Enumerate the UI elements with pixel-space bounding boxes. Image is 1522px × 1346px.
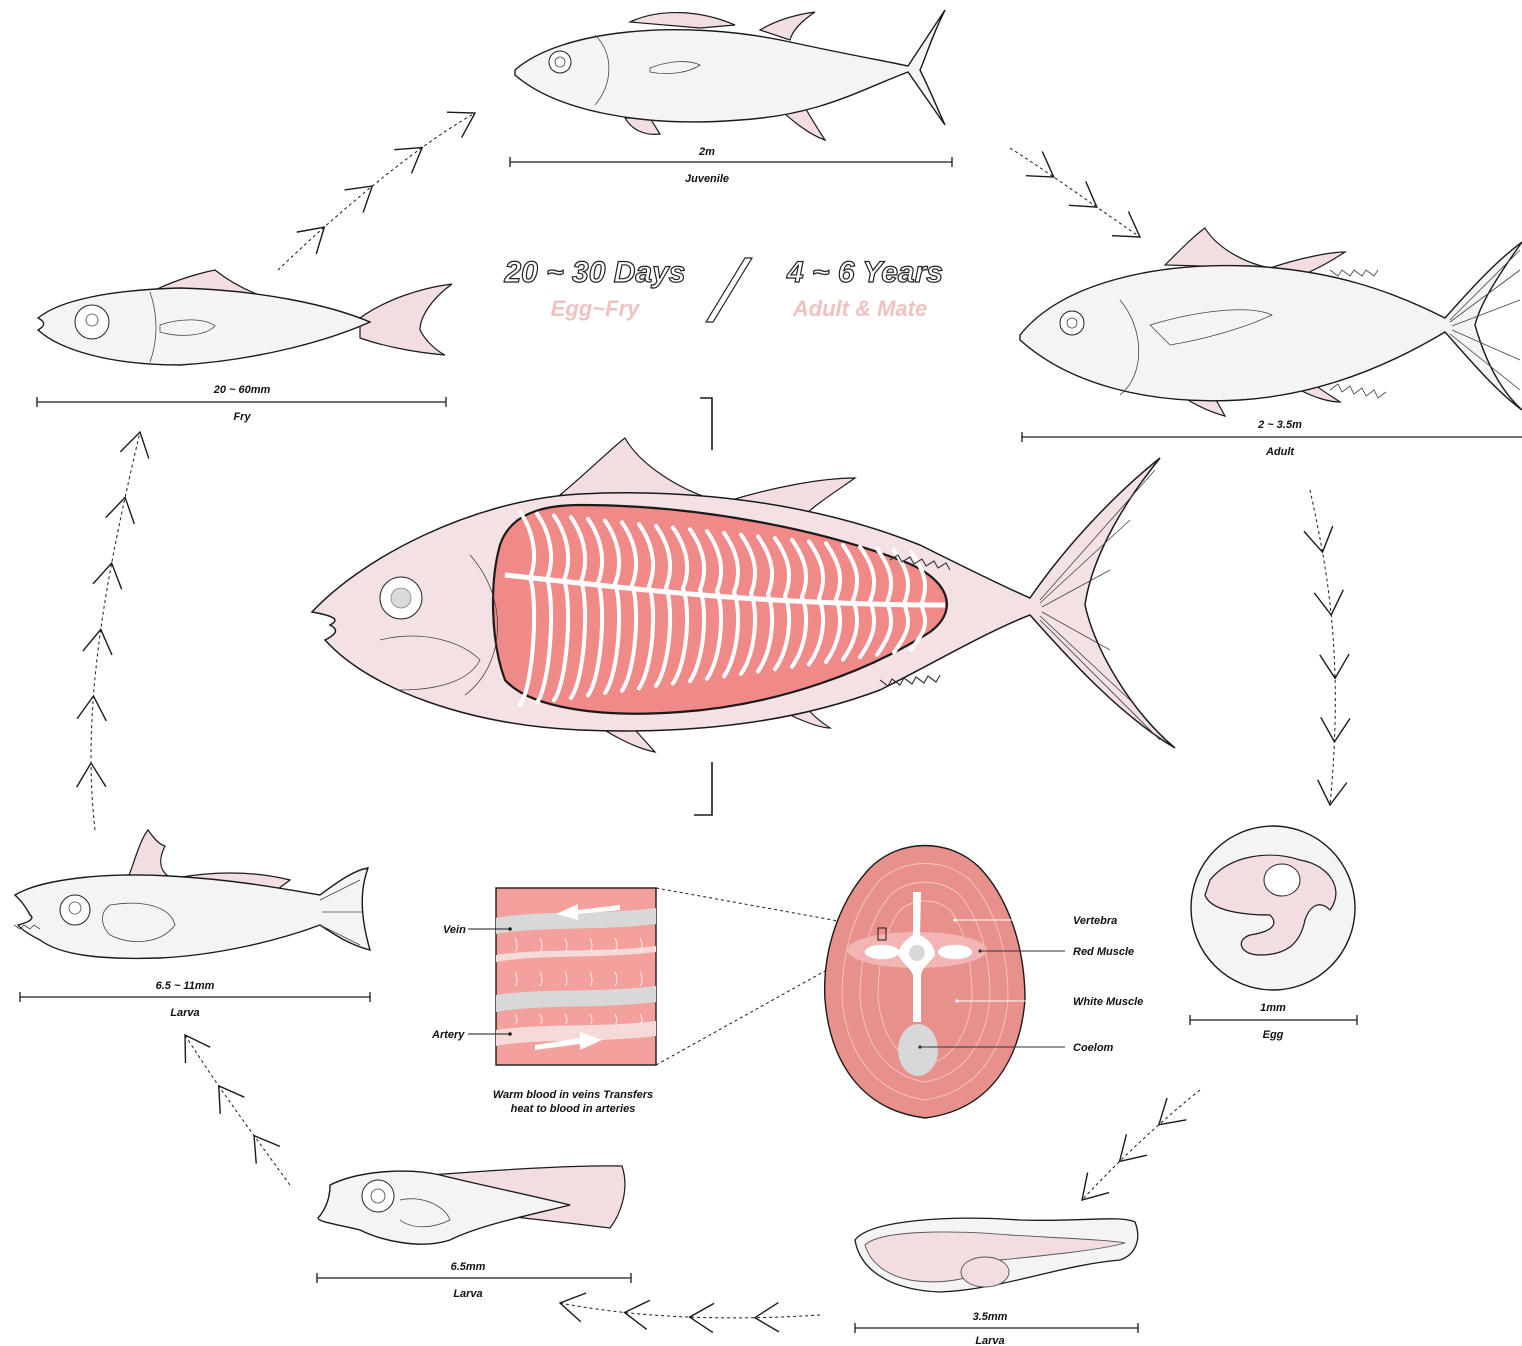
vertebra-label: Vertebra [1073, 915, 1117, 927]
adult-name: Adult [1265, 446, 1295, 458]
chevron-arrow-icon [219, 1086, 245, 1114]
larva-11-size: 6.5 ~ 11mm [156, 980, 215, 992]
larva-65mm: 6.5mm Larva [317, 1166, 631, 1300]
juvenile-pupil [555, 57, 565, 67]
fry-fish: 20 ~ 60mm Fry [37, 270, 452, 423]
cross-section-body [825, 846, 1025, 1119]
left-period: 20 ~ 30 Days [504, 256, 686, 289]
arrow-path-egg-to-larva35 [1082, 1090, 1200, 1200]
red-muscle-right [938, 945, 972, 959]
adult-pupil [1067, 318, 1077, 328]
vein-label: Vein [443, 924, 466, 936]
adult-size: 2 ~ 3.5m [1257, 419, 1302, 431]
adult-dorsal-fin [1165, 228, 1270, 268]
chevron-arrow-icon [185, 1035, 210, 1063]
heat-exchange-detail: Vein Artery Warm blood in veins Transfer… [431, 888, 877, 1115]
chevron-arrow-icon [1304, 526, 1333, 552]
left-stage: Egg~Fry [551, 296, 641, 321]
egg-size: 1mm [1260, 1002, 1286, 1014]
center-tuna-anatomy [312, 398, 1175, 815]
juvenile-body [515, 10, 945, 125]
slash-divider [706, 258, 752, 322]
juvenile-second-dorsal-fin [760, 12, 815, 40]
chevron-arrow-icon [297, 227, 325, 254]
larva-11-pupil [69, 902, 81, 914]
red-muscle-leader-dot [978, 949, 981, 952]
larva-35-yolk [961, 1257, 1009, 1287]
larva-35-name: Larva [975, 1335, 1004, 1346]
white-muscle-label: White Muscle [1073, 996, 1143, 1008]
cross-section: Vertebra Red Muscle White Muscle Coelom [825, 846, 1144, 1119]
chevron-arrow-icon [1069, 181, 1097, 207]
right-period: 4 ~ 6 Years [786, 256, 943, 289]
right-stage: Adult & Mate [792, 296, 927, 321]
vertebra-centrum [909, 945, 925, 961]
tuna-pupil [391, 588, 411, 608]
vein-leader-dot [508, 927, 512, 931]
red-muscle-left [865, 945, 899, 959]
larva-65-name: Larva [453, 1288, 482, 1300]
egg-yolk [1264, 864, 1300, 896]
arrow-path-larva65-to-larva11 [185, 1035, 290, 1185]
chevron-arrow-icon [93, 563, 122, 589]
arrow-path-larva35-to-larva65 [560, 1303, 820, 1318]
coelom [898, 1024, 938, 1076]
chevron-arrow-icon [560, 1293, 586, 1322]
fry-tail-fin [360, 284, 452, 355]
fry-size: 20 ~ 60mm [213, 384, 271, 396]
juvenile-name: Juvenile [685, 173, 729, 185]
fry-name: Fry [233, 411, 251, 423]
heat-exchange-caption-line2: heat to blood in arteries [511, 1103, 636, 1115]
egg-name: Egg [1263, 1029, 1284, 1041]
chevron-arrow-icon [1314, 590, 1343, 615]
juvenile-dorsal-fin [630, 13, 735, 28]
adult-fish: 2 ~ 3.5m Adult [1020, 228, 1522, 458]
chevron-arrow-icon [77, 696, 106, 721]
frame-bracket-bottom [694, 762, 712, 815]
coelom-leader-dot [918, 1045, 921, 1048]
chevron-arrow-icon [254, 1136, 280, 1164]
header: 20 ~ 30 Days Egg~Fry 4 ~ 6 Years Adult &… [504, 256, 943, 322]
heat-exchange-caption-line1: Warm blood in veins Transfers [493, 1089, 653, 1101]
larva-65-pupil [371, 1189, 385, 1203]
tuna-dorsal-fin [560, 438, 715, 500]
chevron-arrow-icon [83, 629, 112, 655]
larva-11-name: Larva [170, 1007, 199, 1019]
coelom-label: Coelom [1073, 1042, 1114, 1054]
artery-leader-dot [508, 1032, 512, 1036]
chevron-arrow-icon [1026, 151, 1054, 177]
frame-bracket-top [700, 398, 712, 450]
white-muscle-leader-dot [955, 999, 958, 1002]
larva-35mm: 3.5mm Larva [855, 1218, 1138, 1346]
chevron-arrow-icon [447, 112, 475, 137]
red-muscle-label: Red Muscle [1073, 946, 1134, 958]
adult-body [1020, 242, 1522, 410]
vertebra-leader-dot [953, 918, 956, 921]
chevron-arrow-icon [1120, 1134, 1147, 1161]
arrow-path-adult-to-egg [1310, 490, 1335, 805]
chevron-arrow-icon [394, 147, 422, 173]
artery-label: Artery [431, 1029, 465, 1041]
larva-35-size: 3.5mm [973, 1311, 1008, 1323]
egg-stage: 1mm Egg [1190, 826, 1357, 1041]
arrow-path-larva11-to-fry [91, 432, 140, 830]
larva-11mm: 6.5 ~ 11mm Larva [14, 830, 370, 1019]
fry-pupil [86, 314, 98, 326]
chevron-arrow-icon [1112, 211, 1140, 237]
arrow-path-juvenile-to-adult [1010, 148, 1140, 237]
juvenile-size: 2m [698, 146, 715, 158]
chevron-arrow-icon [1321, 717, 1350, 741]
arrow-path-fry-to-juvenile [278, 113, 475, 270]
larva-11-dorsal-fin [128, 830, 168, 878]
juvenile-fish: 2m Juvenile [510, 10, 952, 185]
larva-65-size: 6.5mm [451, 1261, 486, 1273]
